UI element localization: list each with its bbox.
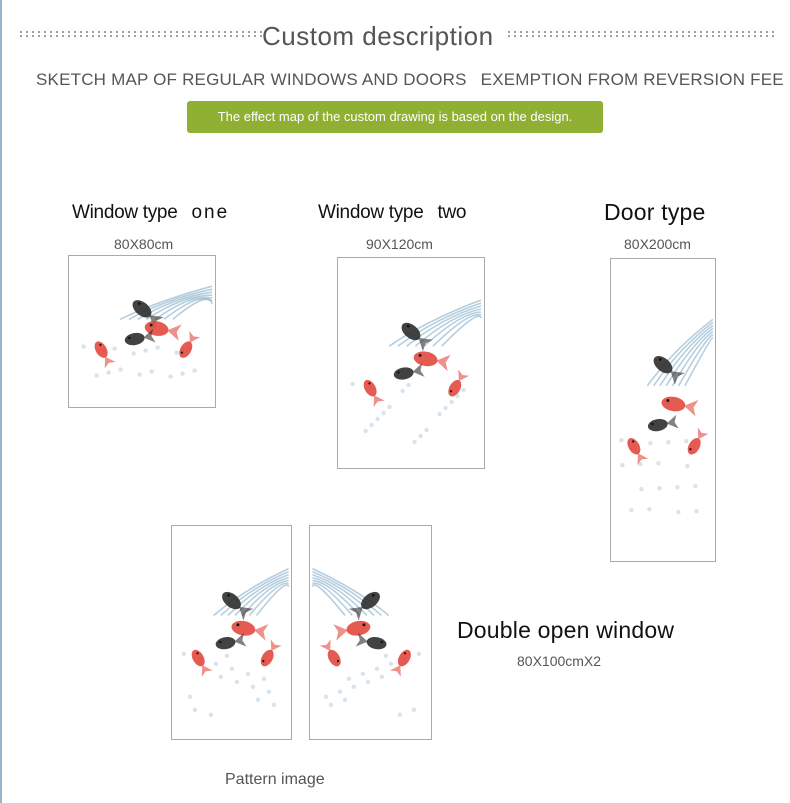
goldfish-painting-image-mirrored [311, 567, 422, 717]
window-two-title-type: Window type [318, 202, 424, 223]
double-window-title: Double open window [457, 617, 675, 643]
window-one-title-type: Window type [72, 202, 178, 223]
left-border [0, 0, 2, 803]
subheading-left: SKETCH MAP OF REGULAR WINDOWS AND DOORS [36, 70, 467, 89]
door-title: Door type [604, 199, 706, 225]
dotted-rule-left [18, 30, 266, 38]
double-window-left-pane [171, 525, 292, 740]
goldfish-painting-image [619, 318, 714, 515]
window-two-title: Window type two [318, 202, 466, 224]
window-one-title: Window type one [72, 202, 229, 224]
window-one-preview [68, 255, 216, 408]
section-heading: Custom description [262, 18, 508, 54]
double-window-size: 80X100cmX2 [517, 653, 602, 669]
notice-banner: The effect map of the custom drawing is … [187, 101, 603, 133]
window-two-preview [337, 257, 485, 469]
window-one-title-variant: one [191, 202, 230, 223]
subheading: SKETCH MAP OF REGULAR WINDOWS AND DOORS E… [36, 70, 784, 90]
subheading-right: EXEMPTION FROM REVERSION FEE [480, 70, 784, 89]
double-window-right-pane [309, 525, 432, 740]
goldfish-painting-image [350, 299, 482, 445]
window-two-size: 90X120cm [366, 236, 433, 252]
door-preview [610, 258, 716, 562]
pattern-image-caption: Pattern image [225, 771, 325, 788]
goldfish-painting-image [181, 567, 290, 717]
window-two-title-variant: two [437, 202, 467, 223]
door-size: 80X200cm [624, 236, 691, 252]
window-one-size: 80X80cm [114, 236, 174, 252]
goldfish-painting-image [81, 285, 213, 379]
dotted-rule-right [500, 30, 776, 38]
